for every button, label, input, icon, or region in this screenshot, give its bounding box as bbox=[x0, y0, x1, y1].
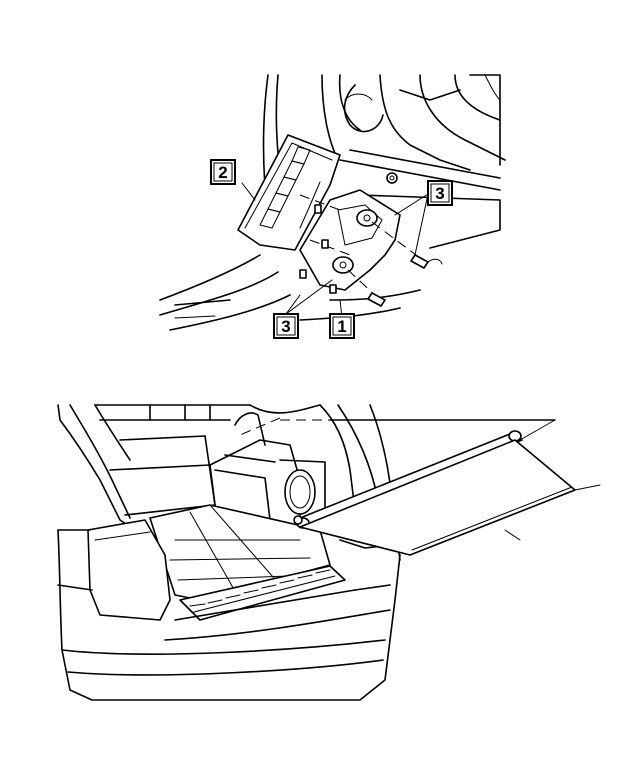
sill-ribs bbox=[189, 569, 336, 613]
speaker-bracket-illustration bbox=[159, 74, 506, 331]
callout-2-label: 2 bbox=[218, 163, 227, 182]
callout-3-right: 3 bbox=[427, 180, 453, 206]
callout-3-bottom-label: 3 bbox=[281, 317, 290, 336]
screws bbox=[367, 254, 443, 307]
speaker-grille-slots bbox=[259, 146, 321, 229]
callout-3-bottom: 3 bbox=[273, 313, 299, 339]
cargo-area-illustration bbox=[57, 404, 601, 701]
retaining-clips bbox=[299, 204, 337, 294]
callout-1-label: 1 bbox=[337, 317, 346, 336]
callout-3-right-label: 3 bbox=[435, 184, 444, 203]
callout-1: 1 bbox=[329, 313, 355, 339]
callout-2: 2 bbox=[210, 159, 236, 185]
